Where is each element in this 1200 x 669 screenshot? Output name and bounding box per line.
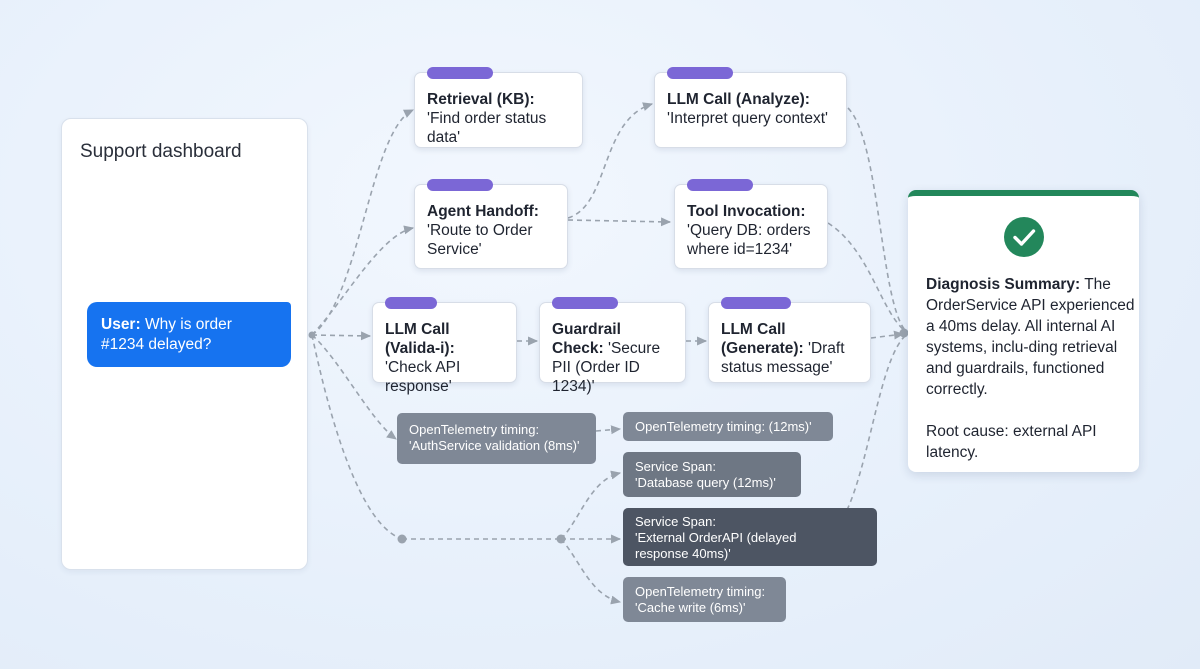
span-cache-write[interactable]: OpenTelemetry timing: 'Cache write (6ms)… xyxy=(623,577,786,622)
span-line: 'Database query (12ms)' xyxy=(635,475,776,490)
link-orderapi-summary xyxy=(846,335,906,511)
step-text: 'Route to Order Service' xyxy=(427,222,533,258)
user-message-bubble[interactable]: User: Why is order #1234 delayed? xyxy=(87,302,291,367)
span-external-orderapi[interactable]: Service Span: 'External OrderAPI (delaye… xyxy=(623,508,877,566)
span-line: response 40ms)' xyxy=(635,546,731,561)
step-text: 'Draft status message' xyxy=(721,340,845,376)
step-tab xyxy=(552,297,618,309)
step-text: 'Check API response' xyxy=(385,359,461,395)
panel-title: Support dashboard xyxy=(80,141,242,162)
step-title: LLM Call (Analyze): xyxy=(667,91,810,108)
step-title: Retrieval (KB): xyxy=(427,91,535,108)
link-auth-timing xyxy=(595,425,622,435)
step-text: 'Secure PII (Order ID 1234)' xyxy=(552,340,661,395)
branch-dot-summary xyxy=(899,328,909,338)
step-tab xyxy=(721,297,791,309)
link-user-validate xyxy=(311,331,372,341)
span-line: Service Span: xyxy=(635,459,716,474)
step-text: 'Interpret query context' xyxy=(667,110,829,127)
step-tab xyxy=(427,179,493,191)
step-guardrail[interactable]: Guardrail Check: 'Secure PII (Order ID 1… xyxy=(539,297,686,395)
step-tab xyxy=(427,67,493,79)
span-line: OpenTelemetry timing: xyxy=(409,422,540,437)
link-branch-cache xyxy=(560,538,622,605)
step-handoff[interactable]: Agent Handoff: 'Route to Order Service' xyxy=(414,179,568,269)
span-line: 'Cache write (6ms)' xyxy=(635,600,746,615)
span-database-query[interactable]: Service Span: 'Database query (12ms)' xyxy=(623,452,801,497)
link-tool-summary xyxy=(827,222,906,332)
link-analyze-summary xyxy=(847,107,906,331)
step-tab xyxy=(385,297,437,309)
summary-root-cause: Root cause: external API latency. xyxy=(926,423,1097,461)
step-analyze[interactable]: LLM Call (Analyze): 'Interpret query con… xyxy=(654,67,847,148)
check-circle-icon xyxy=(1004,217,1044,257)
step-tab xyxy=(667,67,733,79)
span-timing-12ms[interactable]: OpenTelemetry timing: (12ms)' xyxy=(623,412,833,441)
step-generate[interactable]: LLM Call (Generate): 'Draft status messa… xyxy=(708,297,871,383)
link-generate-summary xyxy=(870,330,905,340)
span-line: OpenTelemetry timing: xyxy=(635,584,766,599)
step-text: 'Find order status data' xyxy=(427,110,547,146)
branch-dot-left xyxy=(397,534,407,544)
step-title: LLM Call (Valida-i): xyxy=(385,321,455,357)
link-user-retrieval xyxy=(311,109,415,336)
link-user-auth xyxy=(311,334,397,440)
step-title: LLM Call (Generate): xyxy=(721,321,804,357)
step-tool[interactable]: Tool Invocation: 'Query DB: orders where… xyxy=(674,179,828,269)
step-tab xyxy=(687,179,753,191)
user-message-text: Why is order #1234 delayed? xyxy=(101,316,232,353)
span-line: 'External OrderAPI (delayed xyxy=(635,530,797,545)
step-retrieval[interactable]: Retrieval (KB): 'Find order status data' xyxy=(414,67,583,148)
branch-dot-user xyxy=(308,331,316,339)
link-user-handoff xyxy=(311,225,415,336)
summary-title: Diagnosis Summary: xyxy=(926,276,1081,293)
summary-text: The OrderService API experienced a 40ms … xyxy=(926,276,1135,398)
step-validate[interactable]: LLM Call (Valida-i): 'Check API response… xyxy=(372,297,517,395)
branch-dot-mid xyxy=(556,534,566,544)
step-title: Agent Handoff: xyxy=(427,203,539,220)
span-line: 'AuthService validation (8ms)' xyxy=(409,438,580,453)
link-handoff-analyze xyxy=(567,102,654,219)
step-text: 'Query DB: orders where id=1234' xyxy=(687,222,811,258)
span-auth[interactable]: OpenTelemetry timing: 'AuthService valid… xyxy=(397,413,596,464)
diagnosis-summary-card: Diagnosis Summary: The OrderService API … xyxy=(908,190,1139,472)
link-branch-dbquery xyxy=(560,470,622,540)
step-title: Guardrail Check: xyxy=(552,321,621,357)
span-line: OpenTelemetry timing: (12ms)' xyxy=(635,419,812,434)
link-handoff-tool xyxy=(567,217,672,227)
span-line: Service Span: xyxy=(635,514,716,529)
user-label: User: xyxy=(101,316,141,333)
step-title: Tool Invocation: xyxy=(687,203,806,220)
link-user-branch xyxy=(311,334,403,540)
